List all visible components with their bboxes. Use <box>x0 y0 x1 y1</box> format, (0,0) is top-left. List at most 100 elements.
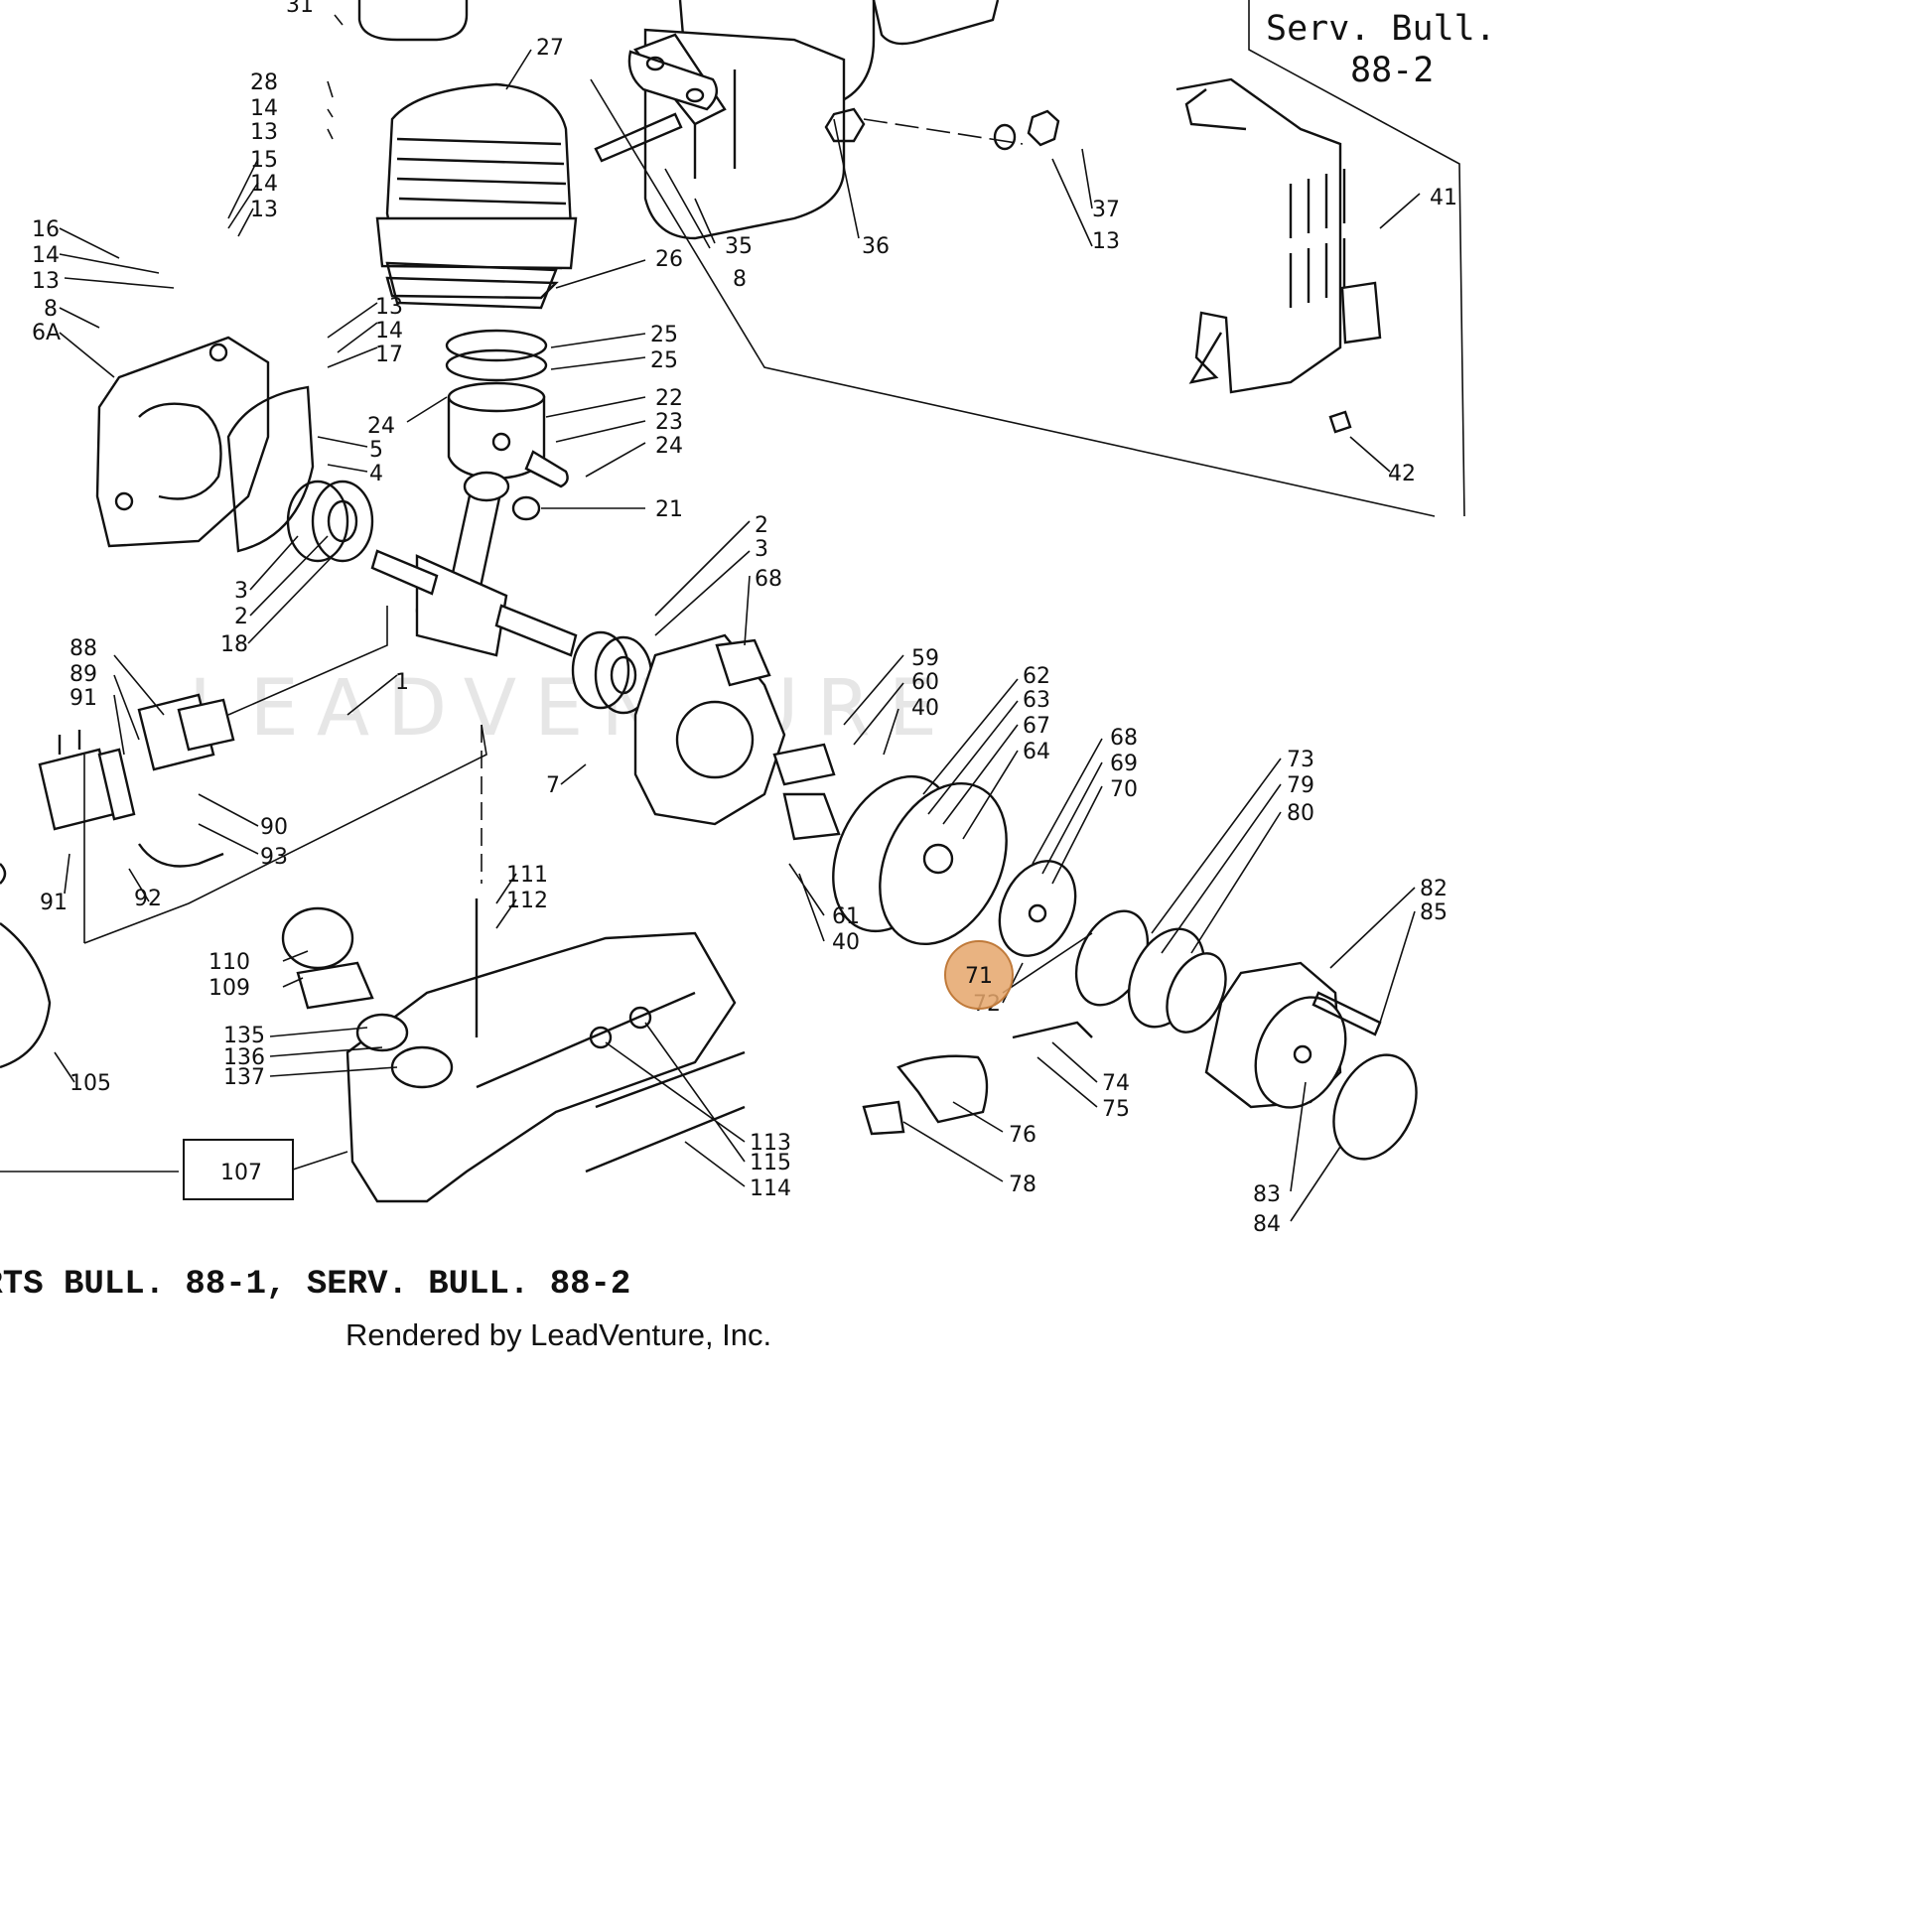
part-label: 90 <box>260 815 288 840</box>
part-label: 105 <box>69 1071 111 1096</box>
part-label: 110 <box>208 950 250 975</box>
fuel-tank <box>345 931 746 1203</box>
throttle-cable-parts <box>862 1021 1093 1136</box>
fuel-cap <box>281 906 454 1089</box>
part-label: 85 <box>1420 900 1448 925</box>
carburetor <box>38 730 136 831</box>
part-label: 80 <box>1287 801 1314 826</box>
part-label: 36 <box>862 234 890 259</box>
part-label: 59 <box>911 646 939 671</box>
tank-grommets <box>589 1006 652 1049</box>
crankshaft-assembly <box>370 471 578 657</box>
part-label: 1 <box>395 670 409 695</box>
part-label: 111 <box>506 863 548 888</box>
part-label: 61 <box>832 904 860 929</box>
starter-pulley <box>998 860 1077 957</box>
part-label: 8 <box>44 297 58 322</box>
exhaust-stud <box>594 112 683 163</box>
part-label: 78 <box>1009 1173 1036 1197</box>
part-label: 13 <box>250 120 278 145</box>
label-leaders <box>54 14 1421 1222</box>
part-label: 3 <box>755 537 768 562</box>
part-label: 40 <box>911 696 939 721</box>
ignition-module <box>772 743 841 841</box>
part-label: 73 <box>1287 748 1314 772</box>
part-label: 27 <box>536 36 564 61</box>
part-label: 84 <box>1253 1212 1281 1237</box>
part-label: 64 <box>1023 740 1050 764</box>
corner-note-line2: 88-2 <box>1350 51 1434 90</box>
part-label: 22 <box>655 386 683 411</box>
piston-rings <box>445 329 548 382</box>
corner-note-line1: Serv. Bull. <box>1266 9 1496 49</box>
intake-manifold <box>137 693 235 771</box>
cylinder-shroud <box>1175 77 1382 394</box>
part-label: 4 <box>369 462 383 486</box>
part-label: 68 <box>755 567 782 592</box>
part-label: 109 <box>208 976 250 1001</box>
piston <box>447 381 546 481</box>
assembly-outlines <box>0 0 1465 1173</box>
part-label: 67 <box>1023 714 1050 739</box>
cylinder-gasket <box>385 261 558 310</box>
part-label: 26 <box>655 247 683 272</box>
part-label: 13 <box>375 295 403 320</box>
part-label: 82 <box>1420 877 1448 901</box>
part-label: 91 <box>69 686 97 711</box>
part-label: 76 <box>1009 1123 1036 1148</box>
crankcase-right <box>633 633 786 826</box>
hotspot-71[interactable]: 71 <box>944 940 1014 1010</box>
part-label: 62 <box>1023 664 1050 689</box>
part-label: 15 <box>250 148 278 173</box>
part-label: 8 <box>733 267 747 292</box>
part-label: 74 <box>1102 1071 1130 1096</box>
part-label: 112 <box>506 889 548 913</box>
part-label: 68 <box>1110 726 1138 751</box>
part-label: 113 <box>750 1131 791 1156</box>
part-label: 107 <box>220 1161 262 1185</box>
part-label: 17 <box>375 343 403 367</box>
part-label: 7 <box>546 773 560 798</box>
main-bearing-left <box>286 480 374 563</box>
part-label: 137 <box>223 1065 265 1090</box>
part-label: 79 <box>1287 773 1314 798</box>
parts-bulletin-reference: ARTS BULL. 88-1, SERV. BULL. 88-2 <box>0 1266 630 1304</box>
part-label: 14 <box>375 319 403 344</box>
part-label: 13 <box>250 198 278 222</box>
part-label: 63 <box>1023 688 1050 713</box>
part-label: 16 <box>32 217 60 242</box>
starter-washer <box>1332 1053 1418 1161</box>
hotspot-marker[interactable] <box>944 940 1014 1010</box>
part-label: 14 <box>250 96 278 121</box>
part-label: 2 <box>755 513 768 538</box>
part-label: 13 <box>32 269 60 294</box>
watermark: LEADVENTURE <box>189 664 955 754</box>
starter-bolt <box>1311 991 1382 1036</box>
part-label: 42 <box>1388 462 1416 486</box>
part-label: 31 <box>286 0 314 18</box>
part-label: 60 <box>911 670 939 695</box>
part-label: 25 <box>650 323 678 347</box>
part-label: 37 <box>1092 198 1120 222</box>
part-label: 93 <box>260 845 288 870</box>
part-label-group: 31 27 28 14 13 15 14 13 16 14 13 8 6A 26… <box>32 0 1457 1237</box>
hotspot-label[interactable]: 71 <box>965 964 993 989</box>
needle-bearing <box>511 495 541 521</box>
part-label: 41 <box>1430 186 1457 210</box>
part-label: 135 <box>223 1024 265 1048</box>
part-label: 83 <box>1253 1182 1281 1207</box>
part-label: 69 <box>1110 752 1138 776</box>
shroud-screw <box>1328 410 1352 434</box>
part-label: 14 <box>250 172 278 197</box>
render-credit: Rendered by LeadVenture, Inc. <box>345 1317 771 1352</box>
part-label: 18 <box>220 632 248 657</box>
part-label: 2 <box>234 605 248 629</box>
flywheel <box>832 774 1008 946</box>
crankcase-gasket <box>226 385 315 553</box>
nut-washer <box>824 107 1060 151</box>
part-label: 5 <box>369 438 383 463</box>
part-label: 24 <box>655 434 683 459</box>
part-label: 114 <box>750 1176 791 1201</box>
exhaust-gasket <box>627 50 719 111</box>
